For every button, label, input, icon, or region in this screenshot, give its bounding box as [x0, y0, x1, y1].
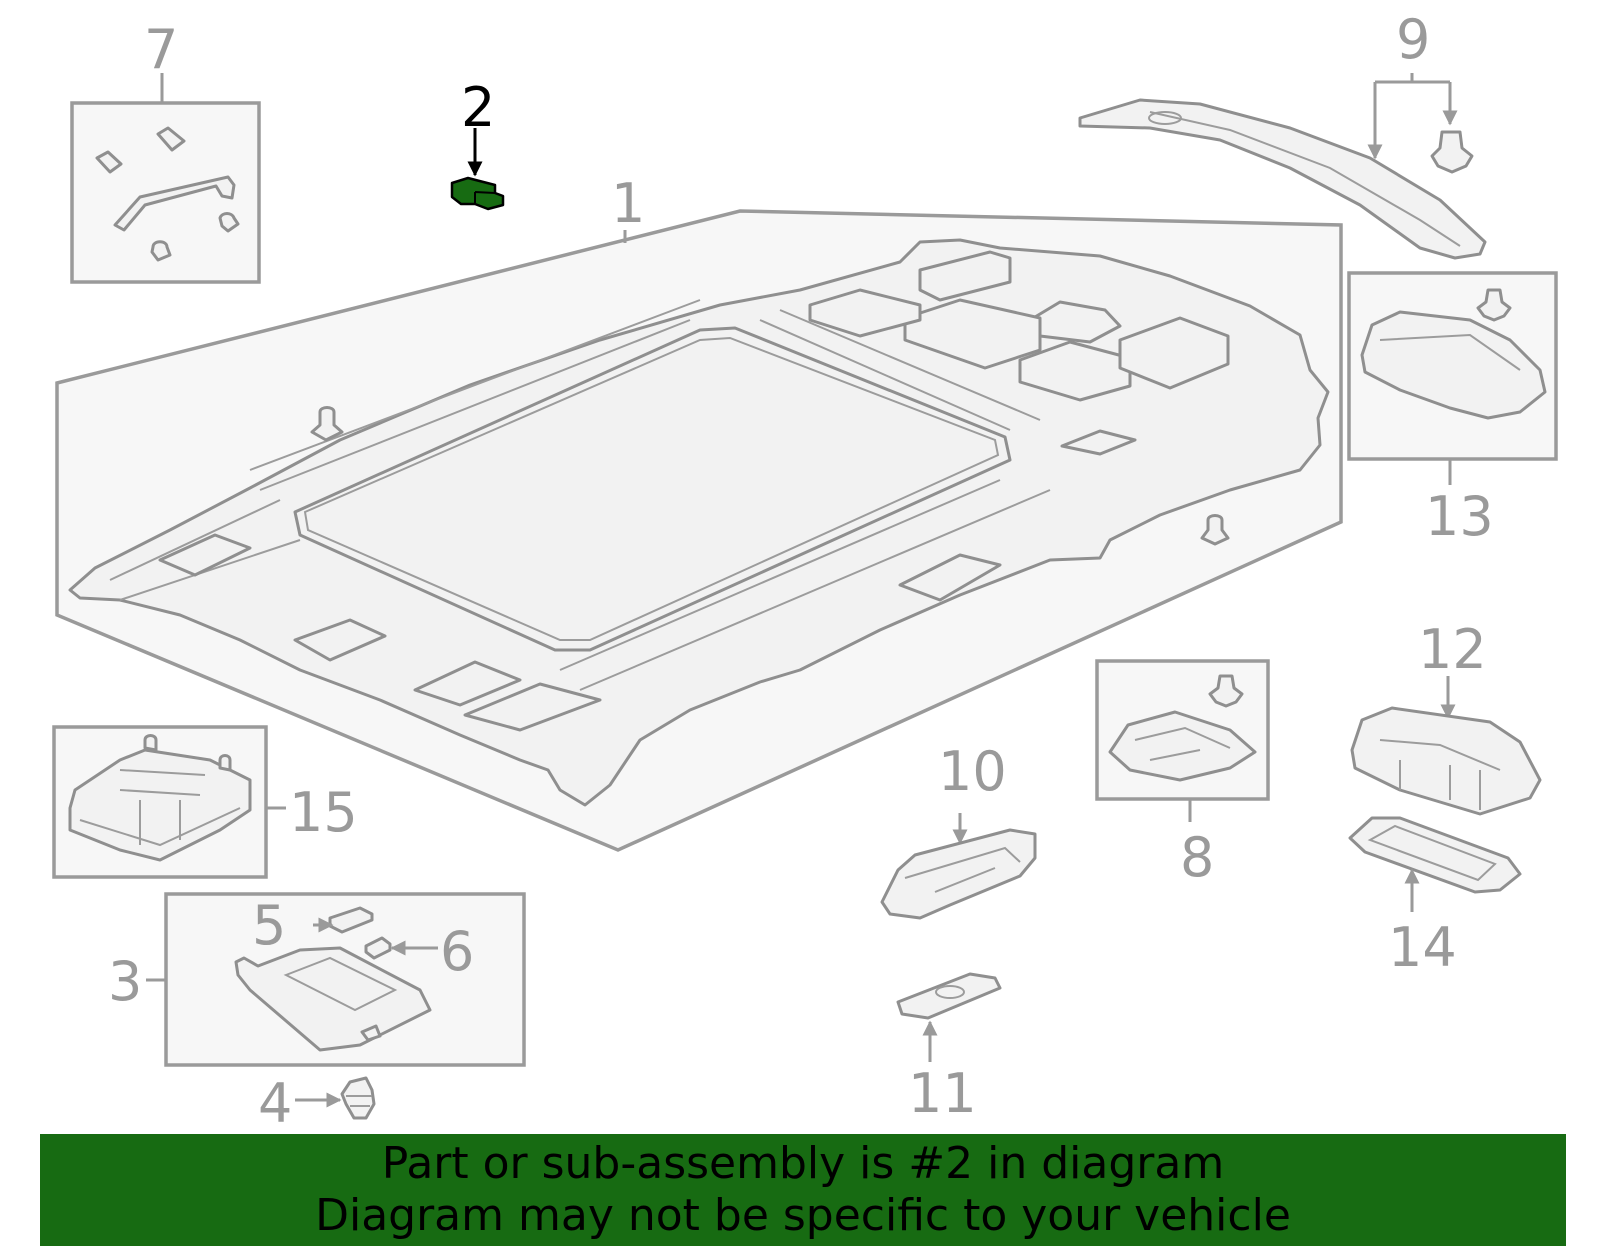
part-4-visor-clip[interactable]: 4: [258, 1072, 376, 1135]
callout-9: 9: [1396, 8, 1430, 71]
callout-12: 12: [1418, 618, 1487, 681]
callout-14: 14: [1388, 916, 1457, 979]
callout-6: 6: [440, 920, 474, 983]
callout-13: 13: [1425, 485, 1494, 548]
callout-1: 1: [611, 172, 645, 235]
part-14-lens-frame[interactable]: 14: [1348, 816, 1522, 979]
part-10-lamp[interactable]: 10: [880, 740, 1037, 920]
callout-10: 10: [938, 740, 1007, 803]
part-12-housing[interactable]: 12: [1350, 618, 1542, 816]
part-1-headliner[interactable]: 1: [55, 172, 1343, 852]
part-7-grab-handle[interactable]: 7: [70, 18, 261, 284]
part-9-roof-trim[interactable]: 9: [1078, 8, 1487, 260]
callout-8: 8: [1180, 826, 1214, 889]
callout-11: 11: [908, 1062, 977, 1125]
part-2-shape: [450, 176, 505, 211]
callout-2: 2: [461, 76, 495, 139]
callout-15: 15: [289, 781, 358, 844]
part-8-map-lamp[interactable]: 8: [1095, 659, 1270, 889]
notice-line-1: Part or sub-assembly is #2 in diagram: [381, 1138, 1225, 1189]
callout-5: 5: [252, 894, 286, 957]
callout-4: 4: [258, 1072, 292, 1135]
notice-banner: Part or sub-assembly is #2 in diagram Di…: [40, 1134, 1566, 1246]
part-13-cover[interactable]: 13: [1347, 271, 1558, 548]
callout-3: 3: [108, 950, 142, 1013]
part-15-console[interactable]: 15: [52, 725, 358, 879]
part-6-pin[interactable]: 6: [364, 920, 474, 983]
notice-line-2: Diagram may not be specific to your vehi…: [315, 1190, 1291, 1241]
part-2-clip-highlighted[interactable]: 2: [450, 76, 505, 211]
callout-7: 7: [144, 18, 178, 81]
part-5-clip[interactable]: 5: [252, 894, 374, 957]
part-11-lens[interactable]: 11: [896, 972, 1002, 1125]
